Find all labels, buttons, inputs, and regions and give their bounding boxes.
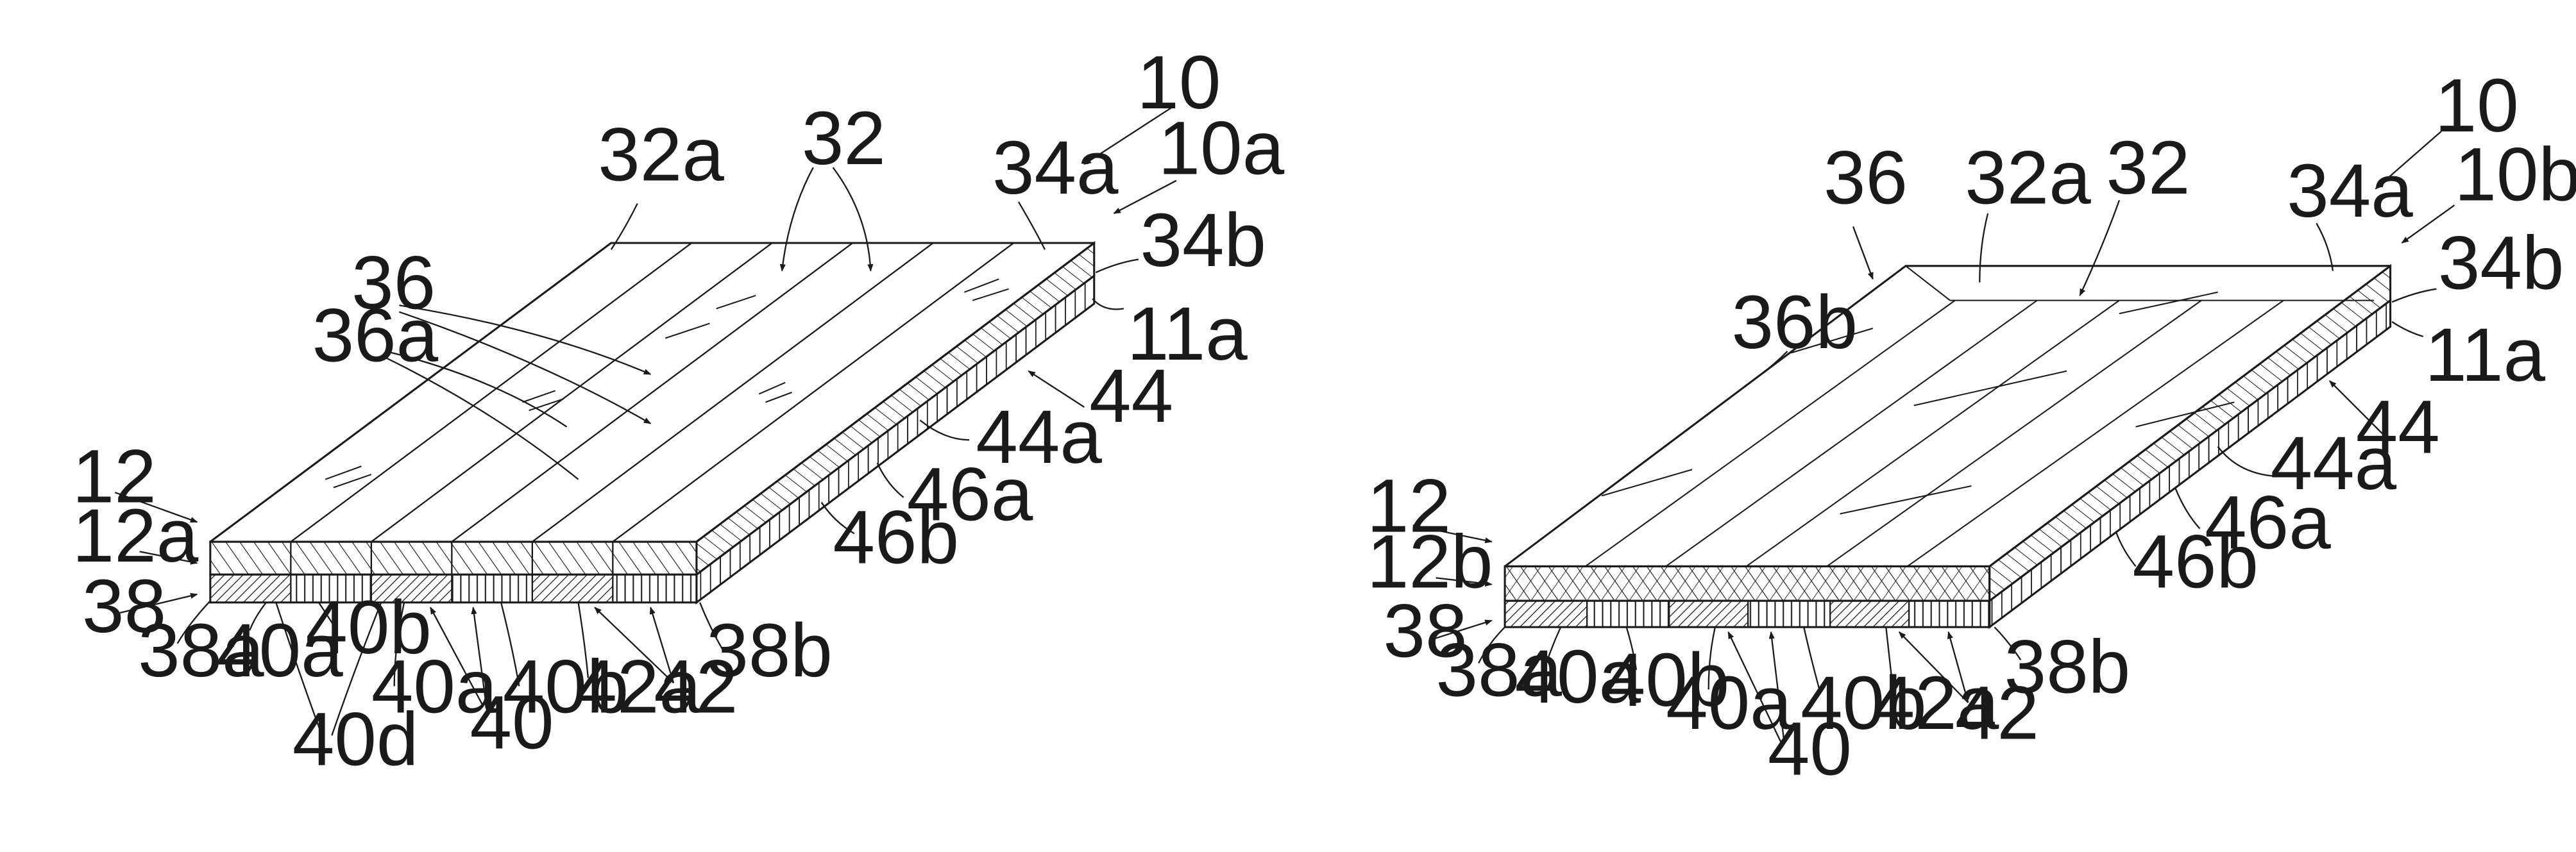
bottom-segment-b-40b-1 — [1587, 601, 1669, 627]
label-34b: 34b — [1140, 197, 1266, 282]
label-b-34a: 34a — [2287, 148, 2413, 233]
label-b-36b: 36b — [1732, 280, 1858, 364]
bottom-segment-b-40a-2 — [1669, 601, 1748, 627]
label-36a: 36a — [312, 292, 439, 377]
bottom-segment-b-40b-2 — [1748, 601, 1830, 627]
label-b-36: 36 — [1824, 135, 1908, 220]
label-32a: 32a — [598, 112, 724, 197]
label-b-34b: 34b — [2438, 221, 2564, 305]
bottom-segment-b-42 — [1909, 601, 1990, 627]
bottom-segment-40b-2 — [452, 574, 532, 603]
bottom-segment-40a-1 — [210, 574, 291, 603]
bottom-segment-b-42a — [1830, 601, 1909, 627]
bottom-segment-42a — [532, 574, 613, 603]
label-46b: 46b — [833, 494, 960, 579]
label-34a: 34a — [992, 125, 1119, 210]
figure-a: 10 10a 32a 32 34a 34b 36 36a 11a 44 44a … — [72, 40, 1285, 781]
label-b-38b: 38b — [2004, 624, 2131, 709]
label-10a: 10a — [1158, 105, 1285, 190]
bottom-segment-b-40a-1 — [1505, 601, 1587, 627]
label-b-11a: 11a — [2425, 312, 2545, 397]
figure-b: 10 10b 36 32a 32 34a 34b 36b 11a 44 44a … — [1367, 63, 2576, 791]
label-b-46b: 46b — [2132, 519, 2258, 604]
label-b-32: 32 — [2106, 125, 2190, 210]
bottom-segment-42 — [613, 574, 697, 603]
label-b-32a: 32a — [1965, 135, 2091, 220]
top-layer-front — [210, 542, 697, 574]
label-32: 32 — [802, 96, 886, 180]
label-b-10b: 10b — [2454, 131, 2576, 216]
label-38b: 38b — [706, 608, 833, 692]
